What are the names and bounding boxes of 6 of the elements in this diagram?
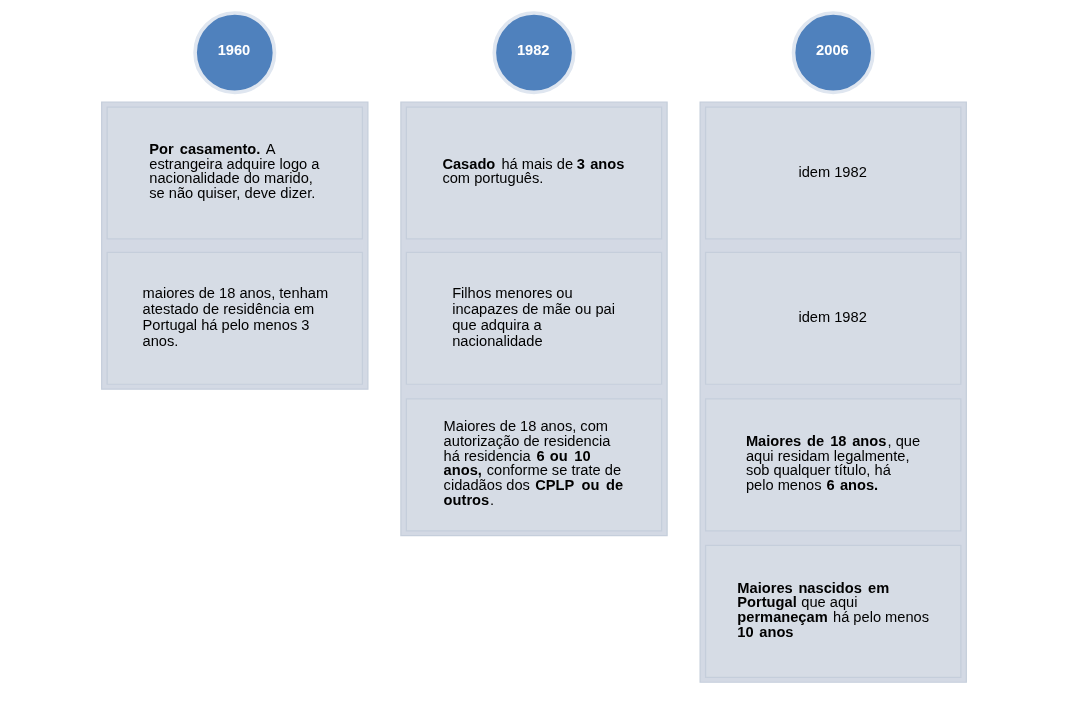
cluster bbox=[101, 101, 369, 390]
cluster bbox=[400, 101, 668, 537]
node-circle: 2006 bbox=[791, 11, 875, 95]
cluster bbox=[699, 101, 967, 683]
node-circle: 1960 bbox=[193, 11, 277, 95]
node-circle: 1982 bbox=[492, 11, 576, 95]
